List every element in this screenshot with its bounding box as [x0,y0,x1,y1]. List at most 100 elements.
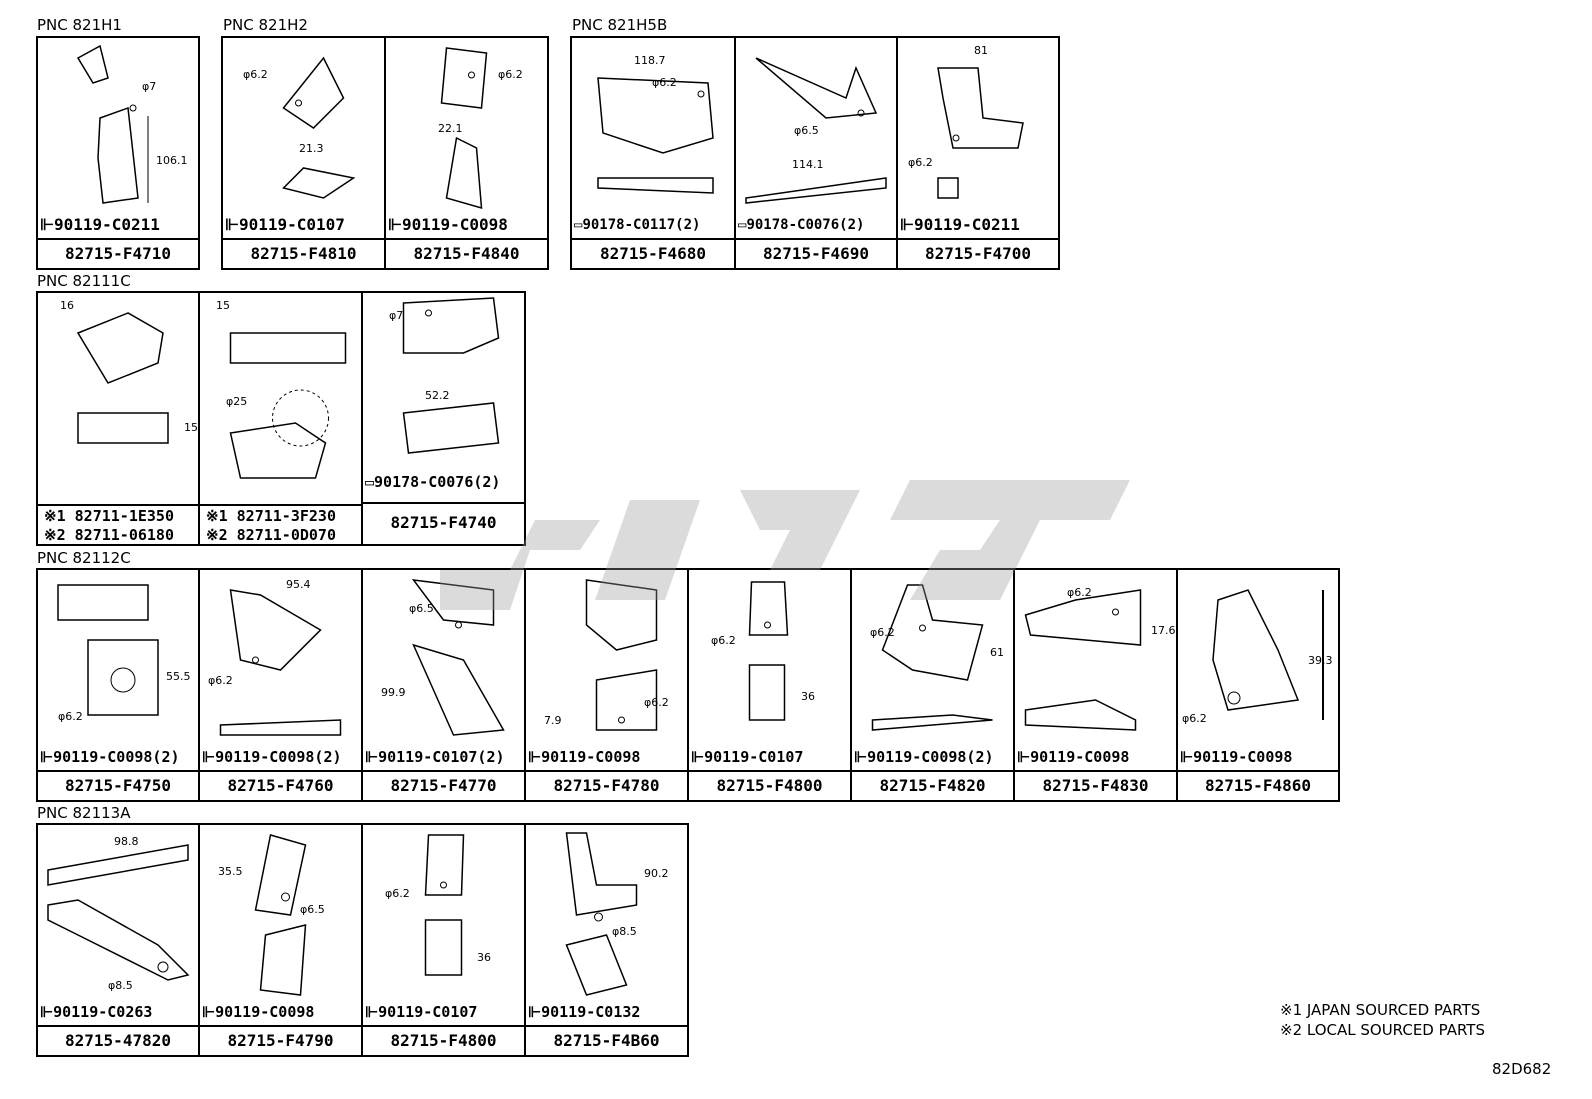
fixing-part-number[interactable]: ⊩90119-C0098 [1180,746,1338,768]
section-title-82112c: PNC 82112C [37,549,131,567]
dimension-label: φ6.2 [870,626,895,639]
dimension-label: φ6.2 [908,156,933,169]
part-cell-82715-f4740[interactable]: φ7 52.2 ▭90178-C0076(2) 82715-F4740 [361,291,526,546]
fixing-part-number[interactable]: ⊩90119-C0098 [388,214,547,236]
dimension-label: φ6.2 [58,710,83,723]
fixing-label: 90119-C0211 [53,215,160,234]
part-number[interactable]: 82715-F4770 [363,770,524,800]
fixing-label: 90119-C0107 [238,215,345,234]
bolt-icon: ⊩ [202,1003,216,1021]
dimension-label: 7.9 [544,714,562,727]
part-cell-82715-f4680[interactable]: 118.7 φ6.2 ▭90178-C0117(2) 82715-F4680 [570,36,736,270]
part-cell-82715-f4790[interactable]: 35.5 φ6.5 ⊩90119-C0098 82715-F4790 [198,823,363,1057]
dimension-label: 52.2 [425,389,450,402]
fixing-part-number[interactable]: ⊩90119-C0211 [40,214,198,236]
fixing-label: 90178-C0117(2) [582,217,701,233]
dimension-label: 35.5 [218,865,243,878]
dimension-label: 36 [477,951,491,964]
bolt-icon: ⊩ [1017,748,1031,766]
fixing-part-number[interactable]: ▭90178-C0076(2) [365,471,524,493]
section-title-821h5b: PNC 821H5B [572,16,668,34]
part-cell-82715-f4690[interactable]: φ6.5 114.1 ▭90178-C0076(2) 82715-F4690 [734,36,898,270]
fixing-part-number[interactable]: ⊩90119-C0098(2) [40,746,198,768]
dimension-label: φ6.2 [652,76,677,89]
bolt-icon: ⊩ [528,1003,542,1021]
part-cell-82715-f4780[interactable]: 7.9 φ6.2 ⊩90119-C0098 82715-F4780 [524,568,689,802]
bolt-icon: ⊩ [854,748,868,766]
bolt-icon: ⊩ [528,748,542,766]
fixing-part-number[interactable]: ▭90178-C0117(2) [574,214,734,236]
part-number[interactable]: 82715-F4790 [200,1025,361,1055]
fixing-part-number[interactable]: ⊩90119-C0107 [225,214,384,236]
fixing-part-number[interactable]: ⊩90119-C0107 [365,1001,524,1023]
fixing-label: 90119-C0132 [541,1003,641,1021]
part-cell-82715-f4710[interactable]: φ7 106.1 ⊩90119-C0211 82715-F4710 [36,36,200,270]
fixing-label: 90119-C0098 [1193,748,1293,766]
bolt-icon: ⊩ [40,748,54,766]
bolt-icon: ⊩ [225,215,239,234]
fixing-part-number[interactable]: ⊩90119-C0098 [202,1001,361,1023]
part-cell-82715-f4770[interactable]: φ6.5 99.9 ⊩90119-C0107(2) 82715-F4770 [361,568,526,802]
part-cell-82715-f4800[interactable]: φ6.2 36 ⊩90119-C0107 82715-F4800 [687,568,852,802]
part-number[interactable]: 82715-F4700 [898,238,1058,268]
fixing-label: 90119-C0211 [913,215,1020,234]
part-cell-82711-a[interactable]: 16 15 ※1 82711-1E350 ※2 82711-06180 [36,291,200,546]
part-number[interactable]: 82715-F4800 [363,1025,524,1055]
part-cell-82715-47820[interactable]: 98.8 φ8.5 ⊩90119-C0263 82715-47820 [36,823,200,1057]
part-number[interactable]: 82715-F4680 [572,238,734,268]
dimension-label: φ8.5 [612,925,637,938]
fixing-part-number[interactable]: ⊩90119-C0098 [528,746,687,768]
fixing-part-number[interactable]: ⊩90119-C0132 [528,1001,687,1023]
fixing-part-number[interactable]: ⊩90119-C0098(2) [854,746,1013,768]
part-number[interactable]: 82715-F4760 [200,770,361,800]
fixing-part-number[interactable]: ⊩90119-C0107 [691,746,850,768]
part-cell-82715-f4800-b[interactable]: φ6.2 36 ⊩90119-C0107 82715-F4800 [361,823,526,1057]
part-number[interactable]: 82715-F4740 [363,502,524,544]
dimension-label: 55.5 [166,670,191,683]
dimension-label: φ6.5 [794,124,819,137]
part-number[interactable]: 82715-47820 [38,1025,198,1055]
part-number[interactable]: 82715-F4840 [386,238,547,268]
part-cell-82715-f4860[interactable]: 39.3 φ6.2 ⊩90119-C0098 82715-F4860 [1176,568,1340,802]
part-cell-82715-f4750[interactable]: 55.5 φ6.2 ⊩90119-C0098(2) 82715-F4750 [36,568,200,802]
part-cell-82715-f4830[interactable]: φ6.2 17.6 ⊩90119-C0098 82715-F4830 [1013,568,1178,802]
part-number[interactable]: 82715-F4750 [38,770,198,800]
part-number[interactable]: 82715-F4B60 [526,1025,687,1055]
part-number[interactable]: 82715-F4810 [223,238,384,268]
part-number[interactable]: 82715-F4860 [1178,770,1338,800]
bolt-icon: ⊩ [388,215,402,234]
part-number[interactable]: 82715-F4820 [852,770,1013,800]
fixing-part-number[interactable]: ⊩90119-C0098 [1017,746,1176,768]
part-drawing [200,293,361,503]
part-cell-82715-f4810[interactable]: φ6.2 21.3 ⊩90119-C0107 82715-F4810 [221,36,386,270]
bolt-icon: ⊩ [900,215,914,234]
fixing-label: 90119-C0098 [215,1003,315,1021]
dimension-label: φ6.5 [409,602,434,615]
part-drawing [898,38,1058,214]
part-number[interactable]: ※1 82711-3F230 ※2 82711-0D070 [200,504,361,544]
part-number-line: ※2 82711-0D070 [206,526,336,544]
bolt-icon: ⊩ [365,748,379,766]
part-cell-82715-f4760[interactable]: 95.4 φ6.2 ⊩90119-C0098(2) 82715-F4760 [198,568,363,802]
fixing-part-number[interactable]: ⊩90119-C0098(2) [202,746,361,768]
fixing-part-number[interactable]: ⊩90119-C0263 [40,1001,198,1023]
fixing-label: 90178-C0076(2) [374,473,501,491]
part-number[interactable]: 82715-F4830 [1015,770,1176,800]
fixing-part-number[interactable]: ▭90178-C0076(2) [738,214,896,236]
bracket-drawing [76,44,149,204]
part-number[interactable]: 82715-F4800 [689,770,850,800]
part-cell-82711-b[interactable]: 15 φ25 ※1 82711-3F230 ※2 82711-0D070 [198,291,363,546]
fixing-label: 90119-C0107 [378,1003,478,1021]
part-number[interactable]: 82715-F4780 [526,770,687,800]
part-cell-82715-f4840[interactable]: φ6.2 22.1 ⊩90119-C0098 82715-F4840 [384,36,549,270]
part-number[interactable]: 82715-F4710 [38,238,198,268]
part-cell-82715-f4b60[interactable]: 90.2 φ8.5 ⊩90119-C0132 82715-F4B60 [524,823,689,1057]
part-cell-82715-f4820[interactable]: φ6.2 61 ⊩90119-C0098(2) 82715-F4820 [850,568,1015,802]
part-cell-82715-f4700[interactable]: 81 φ6.2 ⊩90119-C0211 82715-F4700 [896,36,1060,270]
part-number[interactable]: 82715-F4690 [736,238,896,268]
fixing-part-number[interactable]: ⊩90119-C0211 [900,214,1058,236]
source-notes: ※1 JAPAN SOURCED PARTS ※2 LOCAL SOURCED … [1280,1000,1485,1040]
fixing-part-number[interactable]: ⊩90119-C0107(2) [365,746,524,768]
part-number[interactable]: ※1 82711-1E350 ※2 82711-06180 [38,504,198,544]
dimension-label: 16 [60,299,74,312]
